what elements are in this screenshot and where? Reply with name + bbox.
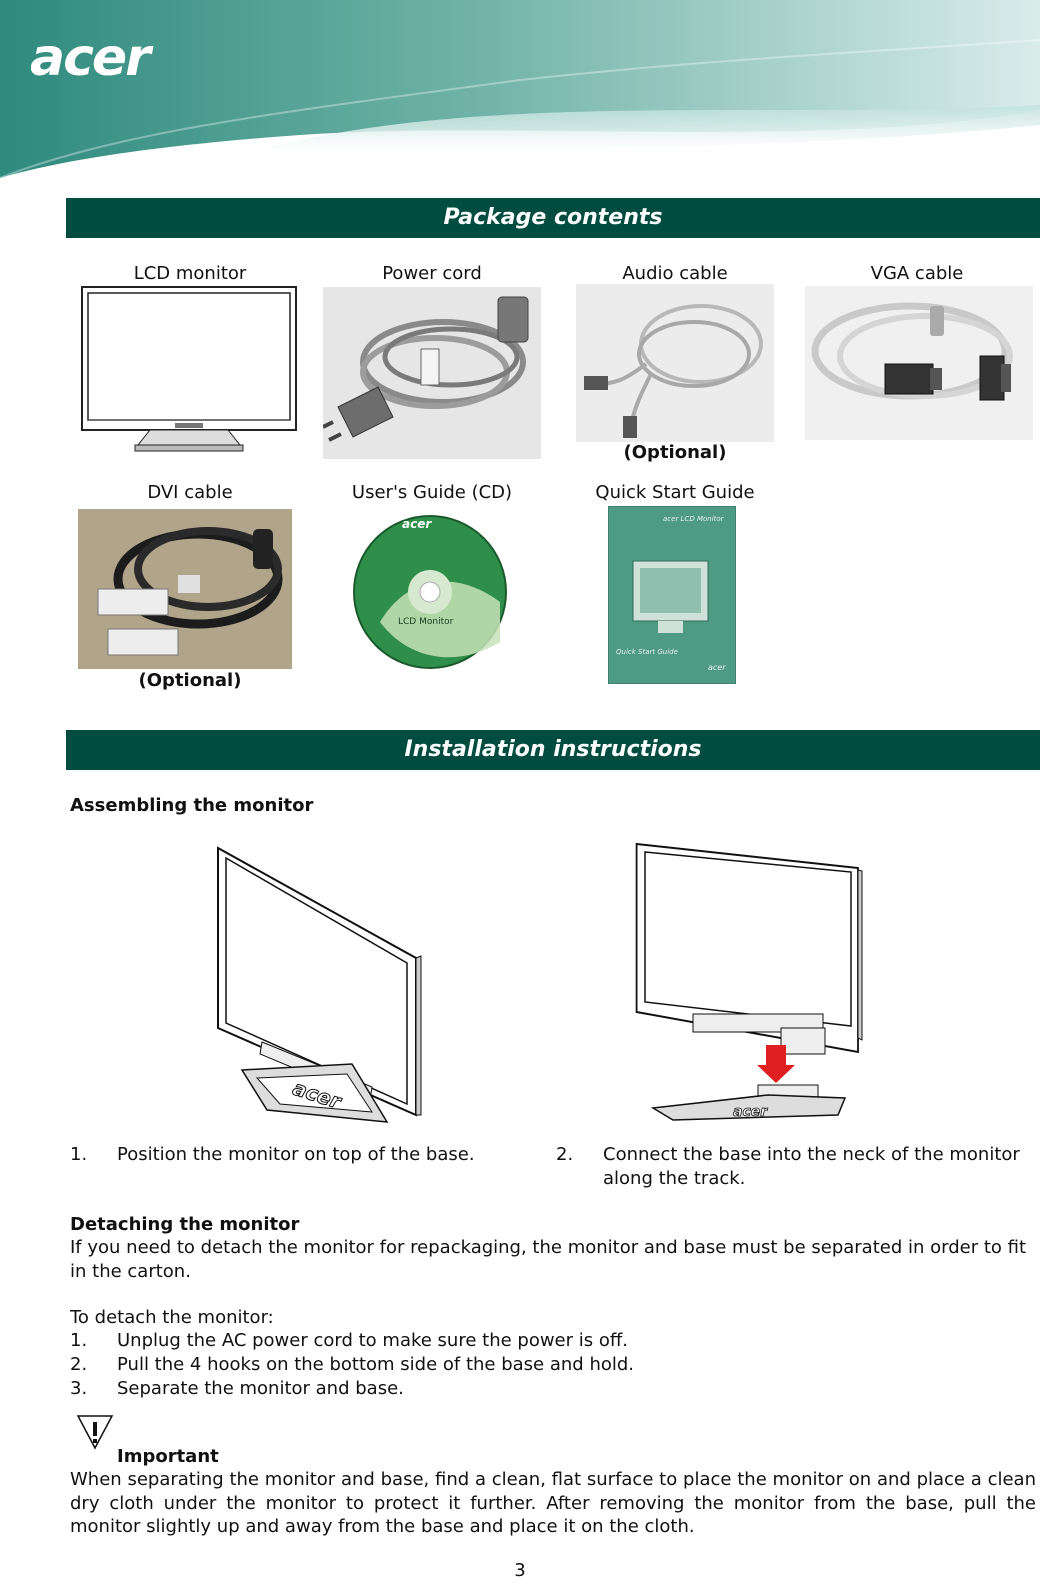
detaching-paragraph: If you need to detach the monitor for re… <box>70 1237 1027 1282</box>
item-label-vga-cable: VGA cable <box>870 263 964 284</box>
item-label-audio-cable: Audio cable <box>622 263 728 284</box>
item-label-users-guide-cd: User's Guide (CD) <box>351 482 513 503</box>
cd-title: LCD Monitor <box>398 617 454 627</box>
package-contents-heading: Package contents <box>66 198 1040 238</box>
item-label-dvi-cable: DVI cable <box>147 482 233 503</box>
important-paragraph: When separating the monitor and base, fi… <box>70 1469 1036 1537</box>
audio-cable-image <box>576 284 774 442</box>
acer-logo: acer <box>30 28 151 88</box>
item-label-power-cord: Power cord <box>382 263 482 284</box>
item-label-quick-start-guide: Quick Start Guide <box>595 482 755 503</box>
cd-brand: acer <box>402 517 432 531</box>
quick-start-guide-image: acer LCD Monitor Quick Start Guide acer <box>608 506 736 684</box>
step-text: Pull the 4 hooks on the bottom side of t… <box>117 1354 635 1375</box>
lcd-monitor-image <box>81 286 297 452</box>
warning-icon <box>76 1415 114 1450</box>
assembly-base-brand-2: acer <box>733 1104 768 1120</box>
assembly-figure-2: acer <box>635 842 863 1121</box>
guide-brand-text: acer <box>708 663 726 672</box>
installation-instructions-heading: Installation instructions <box>66 730 1040 770</box>
assembling-heading: Assembling the monitor <box>70 795 314 816</box>
step-text: Position the monitor on top of the base. <box>117 1144 475 1165</box>
detaching-heading: Detaching the monitor <box>70 1214 300 1235</box>
page-number: 3 <box>514 1560 526 1581</box>
step-number: 1. <box>70 1330 88 1351</box>
dvi-cable-optional-note: (Optional) <box>138 670 242 691</box>
assembly-figure-1: acer <box>217 846 422 1123</box>
guide-top-text: acer LCD Monitor <box>663 515 725 523</box>
assembly-step-2: 2. Connect the base into the neck of the … <box>556 1143 1036 1190</box>
item-label-lcd-monitor: LCD monitor <box>133 263 247 284</box>
down-arrow-icon <box>757 1045 795 1083</box>
dvi-cable-image <box>78 509 292 669</box>
banner-swoosh <box>0 0 1040 179</box>
step-number: 3. <box>70 1378 88 1399</box>
step-number: 1. <box>70 1144 88 1165</box>
detach-step-3: 3. Separate the monitor and base. <box>70 1377 1036 1401</box>
step-text: Unplug the AC power cord to make sure th… <box>117 1330 628 1351</box>
vga-cable-image <box>805 286 1033 440</box>
important-label: Important <box>117 1446 219 1467</box>
detach-step-1: 1. Unplug the AC power cord to make sure … <box>70 1329 1036 1353</box>
to-detach-label: To detach the monitor: <box>70 1307 274 1328</box>
users-guide-cd-image: acer LCD Monitor <box>353 515 507 669</box>
step-text: Connect the base into the neck of the mo… <box>603 1144 1020 1189</box>
guide-bottom-text: Quick Start Guide <box>616 648 678 656</box>
detach-step-2: 2. Pull the 4 hooks on the bottom side of… <box>70 1353 1036 1377</box>
step-number: 2. <box>556 1144 574 1165</box>
audio-cable-optional-note: (Optional) <box>623 442 727 463</box>
header-banner: acer <box>0 0 1040 180</box>
assembly-step-1: 1. Position the monitor on top of the bas… <box>70 1143 510 1167</box>
step-number: 2. <box>70 1354 88 1375</box>
power-cord-image <box>323 287 541 459</box>
step-text: Separate the monitor and base. <box>117 1378 404 1399</box>
